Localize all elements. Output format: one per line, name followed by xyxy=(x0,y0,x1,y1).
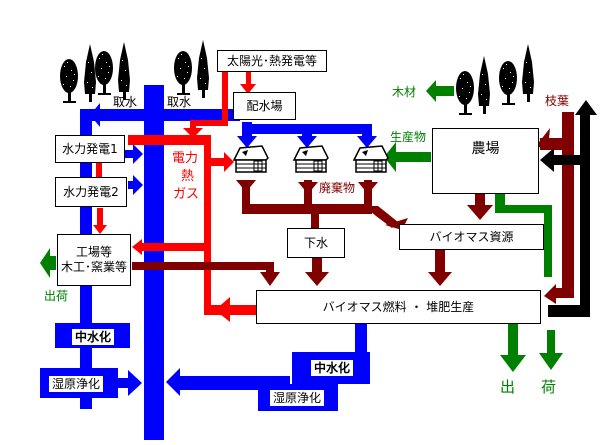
branches-label: 枝葉 xyxy=(545,94,570,108)
hydro1-box: 水力発電1 xyxy=(55,135,125,163)
distribution-box: 配水場 xyxy=(233,92,296,120)
factory-label-2: 木工･窯業等 xyxy=(60,260,127,274)
biomass-fuel-box: バイオマス燃料 ・ 堆肥生産 xyxy=(256,290,541,324)
greywater-label-right: 中水化 xyxy=(311,360,354,376)
hydro2-box: 水力発電2 xyxy=(55,177,127,207)
greywater-label-left: 中水化 xyxy=(72,329,115,345)
wetland-label-left: 湿原浄化 xyxy=(49,376,104,392)
intake-label-right: 取水 xyxy=(167,95,192,109)
house-icon xyxy=(233,145,389,173)
factory-box: 工場等 木工･窯業等 xyxy=(57,234,131,286)
ship-label-bottom-2: 荷 xyxy=(541,378,557,396)
waste-label: 廃棄物 xyxy=(319,181,356,195)
ship-label-bottom-1: 出 xyxy=(500,378,516,396)
wetland-label-right: 湿原浄化 xyxy=(270,390,325,406)
products-label: 生産物 xyxy=(390,130,427,144)
energy-heat-label: 熱 xyxy=(181,169,195,184)
intake-label-left: 取水 xyxy=(113,95,138,109)
solar-box: 太陽光･熱発電等 xyxy=(217,50,327,72)
branch-flow xyxy=(540,100,597,317)
ship-label-left: 出荷 xyxy=(44,289,69,303)
biomass-resource-box: バイオマス資源 xyxy=(399,224,544,250)
energy-gas-label: ガス xyxy=(173,187,200,202)
product-flow xyxy=(40,80,563,372)
farm-box: 農場 xyxy=(432,128,539,194)
energy-power-label: 電力 xyxy=(172,151,199,166)
factory-label-1: 工場等 xyxy=(75,245,112,259)
energy-flow xyxy=(93,70,256,322)
sewage-box: 下水 xyxy=(287,228,345,258)
timber-label: 木材 xyxy=(392,85,417,99)
